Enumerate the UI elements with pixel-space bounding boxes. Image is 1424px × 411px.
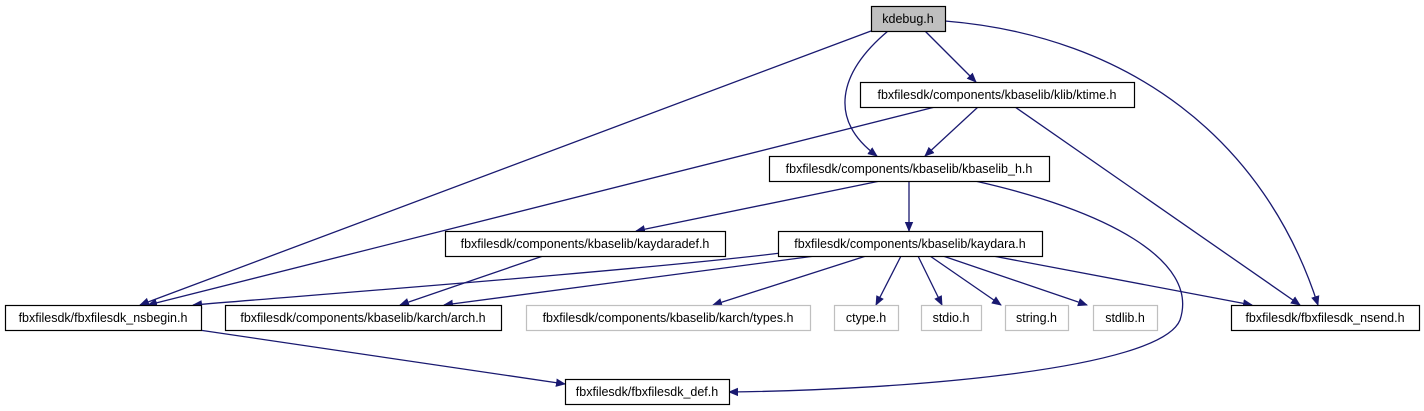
node-ctype: ctype.h [833, 304, 900, 332]
edge-kaydara-to-nsbegin [192, 252, 782, 309]
node-label-nsbegin: fbxfilesdk/fbxfilesdk_nsbegin.h [19, 311, 188, 325]
node-string: string.h [1004, 304, 1070, 332]
edge-kaydaradef-to-arch [399, 255, 544, 307]
node-box-stdlib [1092, 304, 1159, 332]
node-box-ctype [833, 304, 900, 332]
node-nsend[interactable]: fbxfilesdk/fbxfilesdk_nsend.h [1230, 304, 1421, 332]
node-stdio: stdio.h [920, 304, 983, 332]
node-label-ctype: ctype.h [846, 311, 886, 325]
node-box-ktime [859, 81, 1136, 109]
node-label-string: string.h [1016, 311, 1057, 325]
edge-ktime-to-nsbegin [147, 106, 936, 307]
node-label-stdlib: stdlib.h [1105, 311, 1145, 325]
edge-kdebug-to-kbaselib_h [844, 30, 889, 157]
edge-kaydara-to-stdio [917, 255, 943, 306]
edge-ktime-to-kbaselib_h [924, 106, 979, 157]
edge-kdebug-to-nsbegin [139, 30, 872, 306]
node-label-kaydara: fbxfilesdk/components/kbaselib/kaydara.h [794, 237, 1025, 251]
node-kaydaradef[interactable]: fbxfilesdk/components/kbaselib/kaydarade… [444, 230, 727, 258]
node-label-def: fbxfilesdk/fbxfilesdk_def.h [576, 385, 718, 399]
node-box-nsbegin [4, 304, 203, 332]
node-box-kaydaradef [444, 230, 727, 258]
node-box-arch [224, 304, 503, 332]
edges-layer [139, 20, 1320, 397]
node-box-kaydara [777, 230, 1044, 258]
node-types: fbxfilesdk/components/kbaselib/karch/typ… [525, 304, 812, 332]
edge-kbaselib_h-to-kaydaradef [635, 180, 881, 234]
node-kaydara[interactable]: fbxfilesdk/components/kbaselib/kaydara.h [777, 230, 1044, 258]
edge-nsbegin-to-def [198, 329, 566, 387]
node-box-string [1004, 304, 1070, 332]
edge-ktime-to-nsend [1014, 106, 1301, 306]
node-label-stdio: stdio.h [933, 311, 970, 325]
node-kdebug[interactable]: kdebug.h [870, 5, 947, 33]
node-box-stdio [920, 304, 983, 332]
node-box-def [564, 378, 731, 406]
node-stdlib: stdlib.h [1092, 304, 1159, 332]
edge-kbaselib_h-to-def [728, 180, 1184, 397]
node-box-nsend [1230, 304, 1421, 332]
edge-kaydara-to-types [712, 255, 867, 307]
edge-kaydara-to-string [929, 255, 1002, 306]
node-label-arch: fbxfilesdk/components/kbaselib/karch/arc… [240, 311, 485, 325]
node-label-types: fbxfilesdk/components/kbaselib/karch/typ… [543, 311, 794, 325]
node-label-ktime: fbxfilesdk/components/kbaselib/klib/ktim… [877, 88, 1116, 102]
edge-kdebug-to-nsend [944, 20, 1320, 306]
node-label-nsend: fbxfilesdk/fbxfilesdk_nsend.h [1245, 311, 1404, 325]
nodes-layer: kdebug.h fbxfilesdk/components/kbaselib/k… [4, 5, 1421, 406]
node-kbaselib_h[interactable]: fbxfilesdk/components/kbaselib/kbaselib_… [768, 155, 1051, 183]
node-def[interactable]: fbxfilesdk/fbxfilesdk_def.h [564, 378, 731, 406]
edge-kdebug-to-ktime [924, 30, 977, 83]
node-arch[interactable]: fbxfilesdk/components/kbaselib/karch/arc… [224, 304, 503, 332]
node-box-kbaselib_h [768, 155, 1051, 183]
node-ktime[interactable]: fbxfilesdk/components/kbaselib/klib/ktim… [859, 81, 1136, 109]
node-label-kdebug: kdebug.h [882, 12, 933, 26]
node-nsbegin[interactable]: fbxfilesdk/fbxfilesdk_nsbegin.h [4, 304, 203, 332]
edge-kaydara-to-ctype [875, 255, 902, 306]
node-box-kdebug [870, 5, 947, 33]
node-box-types [525, 304, 812, 332]
node-label-kbaselib_h: fbxfilesdk/components/kbaselib/kbaselib_… [786, 162, 1033, 176]
node-label-kaydaradef: fbxfilesdk/components/kbaselib/kaydarade… [461, 237, 710, 251]
edge-kaydara-to-stdlib [942, 255, 1088, 307]
edge-kaydara-to-nsend [992, 255, 1253, 308]
edge-kaydara-to-arch [443, 255, 816, 308]
